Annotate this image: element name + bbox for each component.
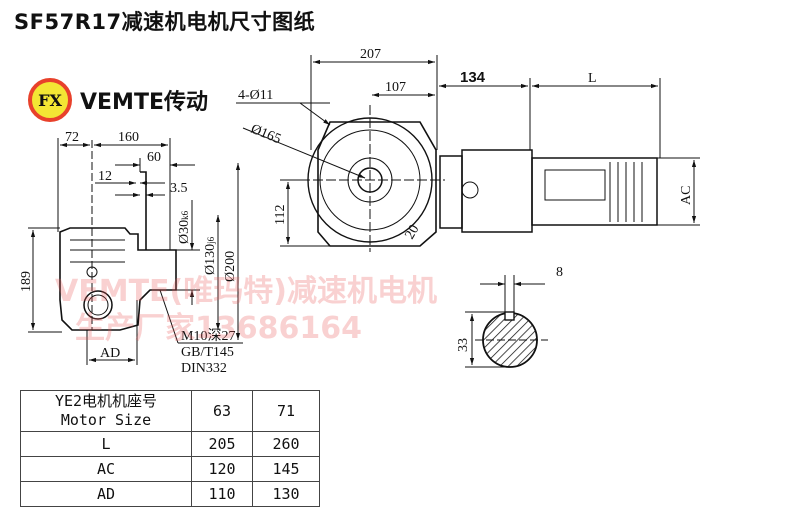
left-view [28,138,243,365]
table-row: AC 120 145 [20,456,320,482]
dim-60: 60 [147,150,161,165]
row-label: AC [20,456,192,482]
dim-130: Ø130j6 [203,236,218,275]
note-standard-gb: GB/T145 [181,345,234,360]
header-size: 63 [191,390,253,432]
keyway-width: 8 [556,265,563,280]
dim-72: 72 [65,130,79,145]
cell-value: 110 [191,481,253,507]
dim-189: 189 [19,271,34,292]
dim-ac: AC [679,186,694,205]
watermark-line-2: 生产厂家13686164 [75,311,362,346]
dim-207: 207 [360,47,381,62]
logo-text: FX [38,90,62,110]
dim-112: 112 [273,205,288,225]
row-label: L [20,431,192,457]
keyway-height: 33 [456,338,471,352]
dim-ad: AD [100,346,120,361]
dim-107: 107 [385,80,406,95]
page-title: SF57R17减速机电机尺寸图纸 [14,10,316,34]
dim-shaft-diameter: Ø30k6 [177,210,192,244]
dim-134: 134 [460,69,486,86]
watermark-line-1: VEMTE(唯玛特)减速机电机 [55,274,437,309]
right-view [236,55,700,252]
dim-20: 20 [402,222,422,242]
header-label-cn: YE2电机机座号 [54,392,158,410]
cell-value: 260 [252,431,320,457]
cell-value: 130 [252,481,320,507]
dim-pcd: Ø165 [249,122,283,148]
header-size: 71 [252,390,320,432]
brand-logo-icon: FX [28,78,72,122]
dim-l: L [588,71,597,86]
note-standard-din: DIN332 [181,361,227,376]
header-label-en: Motor Size [60,411,152,429]
dim-12: 12 [98,169,112,184]
note-thread: M10深27 [181,328,235,344]
table-row: L 205 260 [20,431,320,457]
cell-value: 205 [191,431,253,457]
brand-name: VEMTE传动 [80,90,208,115]
row-label: AD [20,481,192,507]
cell-value: 145 [252,456,320,482]
table-row: AD 110 130 [20,481,320,507]
dim-3-5: 3.5 [170,181,188,196]
dim-holes: 4-Ø11 [238,88,273,103]
dim-160: 160 [118,130,139,145]
keyway-section [465,275,548,368]
cell-value: 120 [191,456,253,482]
dim-200: Ø200 [223,251,238,282]
